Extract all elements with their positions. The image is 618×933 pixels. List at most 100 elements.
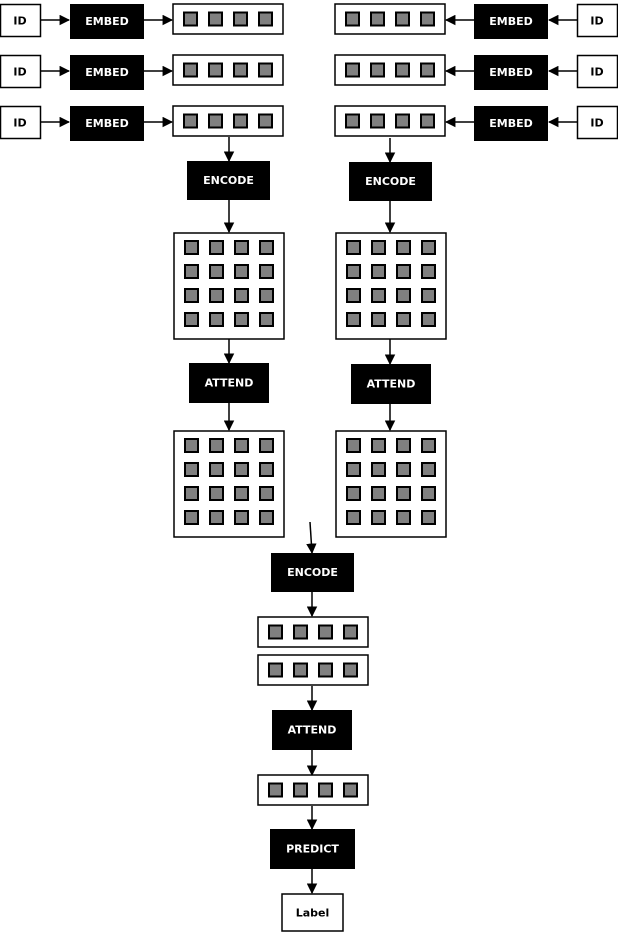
embedding-cell xyxy=(268,624,283,640)
embedding-cell xyxy=(318,624,333,640)
embedding-cell xyxy=(346,486,361,501)
embedding-cell xyxy=(259,510,274,525)
embedding-cell xyxy=(183,62,198,78)
embedding-cell xyxy=(234,240,249,255)
embedding-cell xyxy=(233,62,248,78)
right-embedding-vector-1 xyxy=(334,3,446,35)
embedding-cell xyxy=(371,240,386,255)
embedding-cell xyxy=(258,62,273,78)
right-encoded-matrix xyxy=(335,232,447,340)
embedding-cell xyxy=(343,662,358,678)
embedding-cell xyxy=(184,486,199,501)
embedding-cell xyxy=(258,11,273,27)
embedding-cell xyxy=(268,662,283,678)
right-attended-matrix xyxy=(335,430,447,538)
left-attended-matrix xyxy=(173,430,285,538)
embedding-cell xyxy=(209,264,224,279)
right-attend-op-label: ATTEND xyxy=(367,378,416,391)
right-embedding-vector-3 xyxy=(334,105,446,137)
left-embed-op-3: EMBED xyxy=(70,106,144,141)
left-embed-op-2-label: EMBED xyxy=(85,66,129,79)
embedding-cell xyxy=(371,510,386,525)
merged-attend-op: ATTEND xyxy=(272,710,352,750)
right-embed-op-3-label: EMBED xyxy=(489,117,533,130)
embedding-cell xyxy=(293,662,308,678)
left-encoded-matrix xyxy=(173,232,285,340)
right-embed-op-2: EMBED xyxy=(474,55,548,90)
embedding-cell xyxy=(396,240,411,255)
merged-encode-op: ENCODE xyxy=(271,553,354,592)
embedding-cell xyxy=(396,438,411,453)
embedding-cell xyxy=(209,510,224,525)
merge-arrow xyxy=(306,521,317,555)
embedding-cell xyxy=(259,288,274,303)
merged-vector-1 xyxy=(257,616,369,648)
embedding-cell xyxy=(233,11,248,27)
embedding-cell xyxy=(396,462,411,477)
embedding-cell xyxy=(421,264,436,279)
right-id-box-2: ID xyxy=(576,54,618,89)
embedding-cell xyxy=(421,510,436,525)
embedding-cell xyxy=(395,11,410,27)
right-id-box-1: ID xyxy=(576,3,618,38)
embedding-cell xyxy=(346,312,361,327)
embedding-cell xyxy=(371,312,386,327)
embedding-cell xyxy=(259,240,274,255)
left-embedding-vector-1 xyxy=(172,3,284,35)
embedding-cell xyxy=(209,486,224,501)
embedding-cell xyxy=(318,782,333,798)
embedding-cell xyxy=(346,462,361,477)
embedding-cell xyxy=(209,462,224,477)
embedding-cell xyxy=(371,264,386,279)
right-embed-op-3: EMBED xyxy=(474,106,548,141)
left-id-box-2-label: ID xyxy=(13,66,26,79)
embedding-cell xyxy=(396,486,411,501)
embedding-cell xyxy=(209,240,224,255)
attended-vector xyxy=(257,774,369,806)
left-embed-op-2: EMBED xyxy=(70,55,144,90)
embedding-cell xyxy=(184,240,199,255)
embedding-cell xyxy=(346,510,361,525)
left-embed-op-1: EMBED xyxy=(70,4,144,39)
embedding-cell xyxy=(346,288,361,303)
embedding-cell xyxy=(371,462,386,477)
embedding-cell xyxy=(259,486,274,501)
right-id-box-2-label: ID xyxy=(590,66,603,79)
embedding-cell xyxy=(259,438,274,453)
embedding-cell xyxy=(208,113,223,129)
embedding-cell xyxy=(208,62,223,78)
embedding-cell xyxy=(234,438,249,453)
output-label-text: Label xyxy=(296,907,330,920)
embedding-cell xyxy=(234,486,249,501)
left-id-box-3: ID xyxy=(0,105,42,140)
right-attend-op: ATTEND xyxy=(351,364,431,404)
right-embedding-vector-2 xyxy=(334,54,446,86)
embedding-cell xyxy=(421,312,436,327)
embedding-cell xyxy=(420,62,435,78)
right-id-box-3-label: ID xyxy=(590,117,603,130)
embedding-cell xyxy=(420,113,435,129)
embedding-cell xyxy=(208,11,223,27)
embedding-cell xyxy=(396,510,411,525)
merged-encode-op-label: ENCODE xyxy=(287,566,338,579)
left-embed-op-1-label: EMBED xyxy=(85,15,129,28)
left-encode-op: ENCODE xyxy=(187,161,270,200)
embedding-cell xyxy=(345,62,360,78)
embedding-cell xyxy=(346,264,361,279)
merged-vector-2 xyxy=(257,654,369,686)
embedding-cell xyxy=(346,240,361,255)
embedding-cell xyxy=(184,264,199,279)
embedding-cell xyxy=(258,113,273,129)
embedding-cell xyxy=(318,662,333,678)
left-id-box-1-label: ID xyxy=(13,15,26,28)
embedding-cell xyxy=(421,486,436,501)
right-embed-op-2-label: EMBED xyxy=(489,66,533,79)
embedding-cell xyxy=(268,782,283,798)
embedding-cell xyxy=(183,113,198,129)
embedding-cell xyxy=(421,240,436,255)
left-encode-op-label: ENCODE xyxy=(203,174,254,187)
left-attend-op-label: ATTEND xyxy=(205,377,254,390)
merged-attend-op-label: ATTEND xyxy=(288,724,337,737)
predict-op: PREDICT xyxy=(270,829,355,869)
embedding-cell xyxy=(234,510,249,525)
